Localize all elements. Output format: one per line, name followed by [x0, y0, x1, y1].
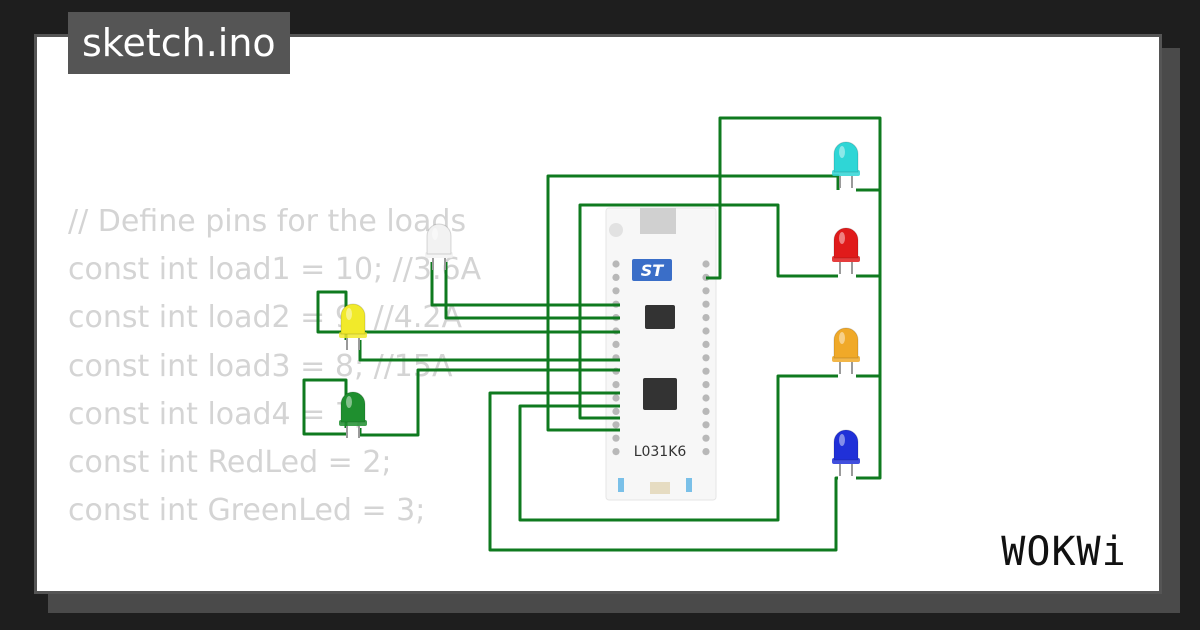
wokwi-logo: WOKWi [1001, 529, 1126, 575]
pin [702, 287, 710, 295]
wire [578, 203, 838, 420]
pin [702, 434, 710, 442]
preview-card [34, 34, 1162, 594]
wires [302, 116, 882, 552]
code-line: const int load1 = 10; //3.6A [68, 252, 482, 288]
led-body [340, 391, 366, 423]
led-body [833, 327, 859, 359]
wire [856, 190, 882, 278]
wire [444, 262, 620, 320]
led-highlight [346, 308, 352, 320]
wire [488, 391, 838, 552]
pin [702, 381, 710, 389]
yellow-led[interactable] [339, 303, 367, 350]
led-highlight [839, 232, 845, 244]
board-label: L031K6 [634, 444, 687, 460]
st-logo-icon: ST [632, 259, 672, 281]
led-highlight [346, 396, 352, 408]
pin [702, 260, 710, 268]
led-body [833, 429, 859, 461]
cyan-led[interactable] [832, 141, 860, 188]
wire [430, 262, 620, 307]
pin [702, 367, 710, 375]
code-line: // Define pins for the loads [68, 204, 467, 239]
pin [612, 273, 620, 281]
wire [856, 374, 882, 480]
microcontroller-board[interactable]: ST L031K6 [605, 207, 717, 501]
led-highlight [839, 146, 845, 158]
pin [702, 327, 710, 335]
pin [612, 340, 620, 348]
svg-text:WOKWi: WOKWi [1001, 529, 1126, 575]
file-name-badge: sketch.ino [68, 12, 290, 74]
pin [612, 448, 620, 456]
wire [706, 116, 882, 280]
orange-led[interactable] [832, 327, 860, 374]
led-indicator-icon [686, 478, 692, 492]
wire [546, 174, 840, 432]
led-highlight [432, 228, 438, 240]
pin [612, 381, 620, 389]
green-led[interactable] [339, 391, 367, 438]
svg-text:ST: ST [641, 261, 665, 280]
white-led[interactable] [425, 223, 453, 270]
wire [518, 374, 838, 522]
pin [612, 394, 620, 402]
pin [612, 407, 620, 415]
code-line: const int load2 = 9; //4.2A [68, 300, 463, 336]
led-body [340, 303, 366, 335]
led-highlight [839, 434, 845, 446]
chip-small-icon [645, 305, 675, 329]
switch-icon [650, 482, 670, 494]
pin-header-left [612, 260, 620, 456]
pin [702, 421, 710, 429]
code-line: const int RedLed = 2; [68, 445, 392, 481]
led-indicator-icon [618, 478, 624, 492]
pin [702, 354, 710, 362]
chip-main-icon [643, 378, 677, 410]
led-body [833, 227, 859, 259]
red-led[interactable] [832, 227, 860, 274]
pin [612, 421, 620, 429]
reset-button-icon [609, 223, 623, 237]
pin-header-right [702, 260, 710, 456]
led-highlight [839, 332, 845, 344]
code-line: const int load3 = 8; //15A [68, 348, 453, 384]
pin [612, 287, 620, 295]
pin [612, 434, 620, 442]
led-body [833, 141, 859, 173]
code-line: const int GreenLed = 3; [68, 493, 426, 529]
code-line: const int load4 = 7; [68, 396, 365, 432]
leds [339, 141, 860, 476]
usb-connector-icon [640, 208, 676, 234]
code-preview: // Define pins for the loads const int lo… [68, 198, 481, 535]
pin [702, 407, 710, 415]
wire [302, 378, 348, 436]
pin [702, 448, 710, 456]
blue-led[interactable] [832, 429, 860, 476]
pin [702, 340, 710, 348]
led-body [426, 223, 452, 255]
pin [702, 314, 710, 322]
pin [612, 260, 620, 268]
pin [702, 300, 710, 308]
pin [702, 394, 710, 402]
